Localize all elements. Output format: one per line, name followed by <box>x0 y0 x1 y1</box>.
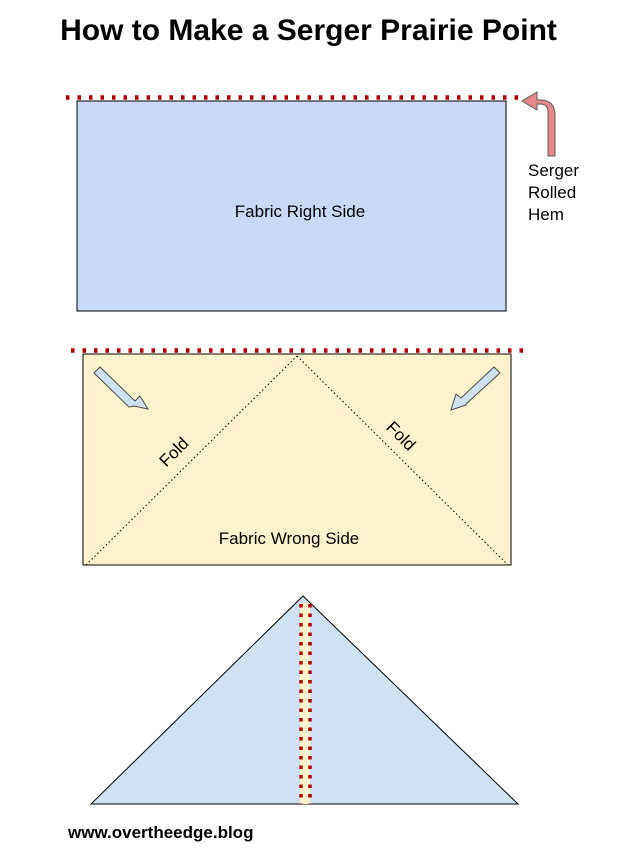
footer-url[interactable]: www.overtheedge.blog <box>68 823 254 842</box>
step1-group: Fabric Right Side Serger Rolled Hem <box>66 91 579 312</box>
page-title: How to Make a Serger Prairie Point <box>60 14 557 47</box>
fabric-wrong-side-label: Fabric Wrong Side <box>219 529 359 548</box>
fabric-wrong-side-rect <box>82 353 512 566</box>
curved-arrow-icon <box>521 91 556 157</box>
hem-center-strip <box>300 603 310 804</box>
annotation-line-2: Rolled <box>528 183 576 202</box>
fabric-right-side-rect <box>76 100 507 312</box>
arrow-down-right-icon <box>93 366 150 410</box>
annotation-line-1: Serger <box>528 161 579 180</box>
fold-line-right <box>296 355 509 566</box>
annotation-line-3: Hem <box>528 205 564 224</box>
fabric-right-side-label: Fabric Right Side <box>235 202 365 221</box>
arrow-down-left-icon <box>450 366 501 411</box>
step3-group <box>89 595 520 805</box>
step2-group: Fold Fold Fabric Wrong Side <box>71 348 523 566</box>
fold-line-left <box>85 355 298 566</box>
